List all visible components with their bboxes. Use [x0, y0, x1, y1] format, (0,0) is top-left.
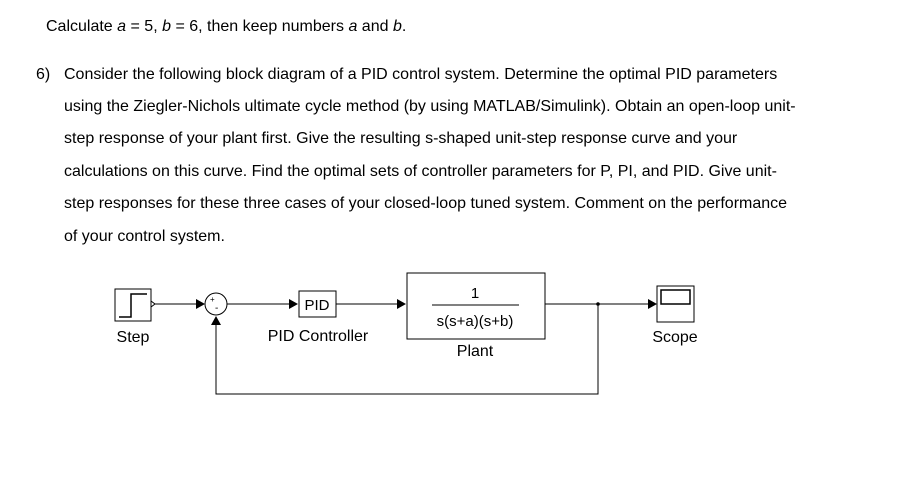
- step-to-sum-arrowhead: [196, 299, 205, 309]
- feedback-line: [215, 304, 599, 395]
- var-a-2: a: [348, 18, 358, 35]
- intro-b-eq: = 6, then keep numbers: [171, 18, 349, 35]
- sum-block: + -: [204, 292, 228, 316]
- plant-label: Plant: [457, 343, 494, 360]
- var-a: a: [117, 18, 127, 35]
- question-line-4: calculations on this curve. Find the opt…: [64, 163, 777, 180]
- intro-a-eq: = 5,: [126, 18, 163, 35]
- pid-controller-block: PID: [298, 290, 337, 318]
- scope-block: [656, 285, 695, 323]
- step-label: Step: [117, 329, 150, 346]
- question-number: 6): [36, 66, 51, 83]
- pid-controller-label: PID Controller: [268, 328, 369, 345]
- intro-end: .: [401, 18, 407, 35]
- pid-block-text: PID: [304, 297, 329, 314]
- sum-minus-sign: -: [215, 303, 218, 314]
- feedback-arrowhead: [211, 316, 221, 325]
- intro-prefix: Calculate: [46, 18, 118, 35]
- step-block: [114, 288, 156, 322]
- question-line-1: Consider the following block diagram of …: [64, 66, 778, 83]
- var-b: b: [162, 18, 171, 35]
- question-line-6: of your control system.: [64, 228, 225, 245]
- plant-to-scope-arrowhead: [648, 299, 657, 309]
- scope-label: Scope: [652, 329, 697, 346]
- intro-and: and: [357, 18, 393, 35]
- sum-plus-sign: +: [210, 295, 215, 304]
- pid-to-plant-arrowhead: [397, 299, 406, 309]
- sum-to-pid-arrowhead: [289, 299, 298, 309]
- var-b-2: b: [392, 18, 402, 35]
- plant-block: 1 s(s+a)(s+b): [406, 272, 546, 340]
- intro-sentence: Calculate a = 5, b = 6, then keep number…: [46, 18, 406, 36]
- question-line-2: using the Ziegler-Nichols ultimate cycle…: [64, 98, 796, 115]
- plant-denominator: s(s+a)(s+b): [437, 313, 514, 330]
- plant-numerator: 1: [471, 285, 479, 302]
- question-line-3: step response of your plant first. Give …: [64, 130, 738, 147]
- question-line-5: step responses for these three cases of …: [64, 195, 788, 212]
